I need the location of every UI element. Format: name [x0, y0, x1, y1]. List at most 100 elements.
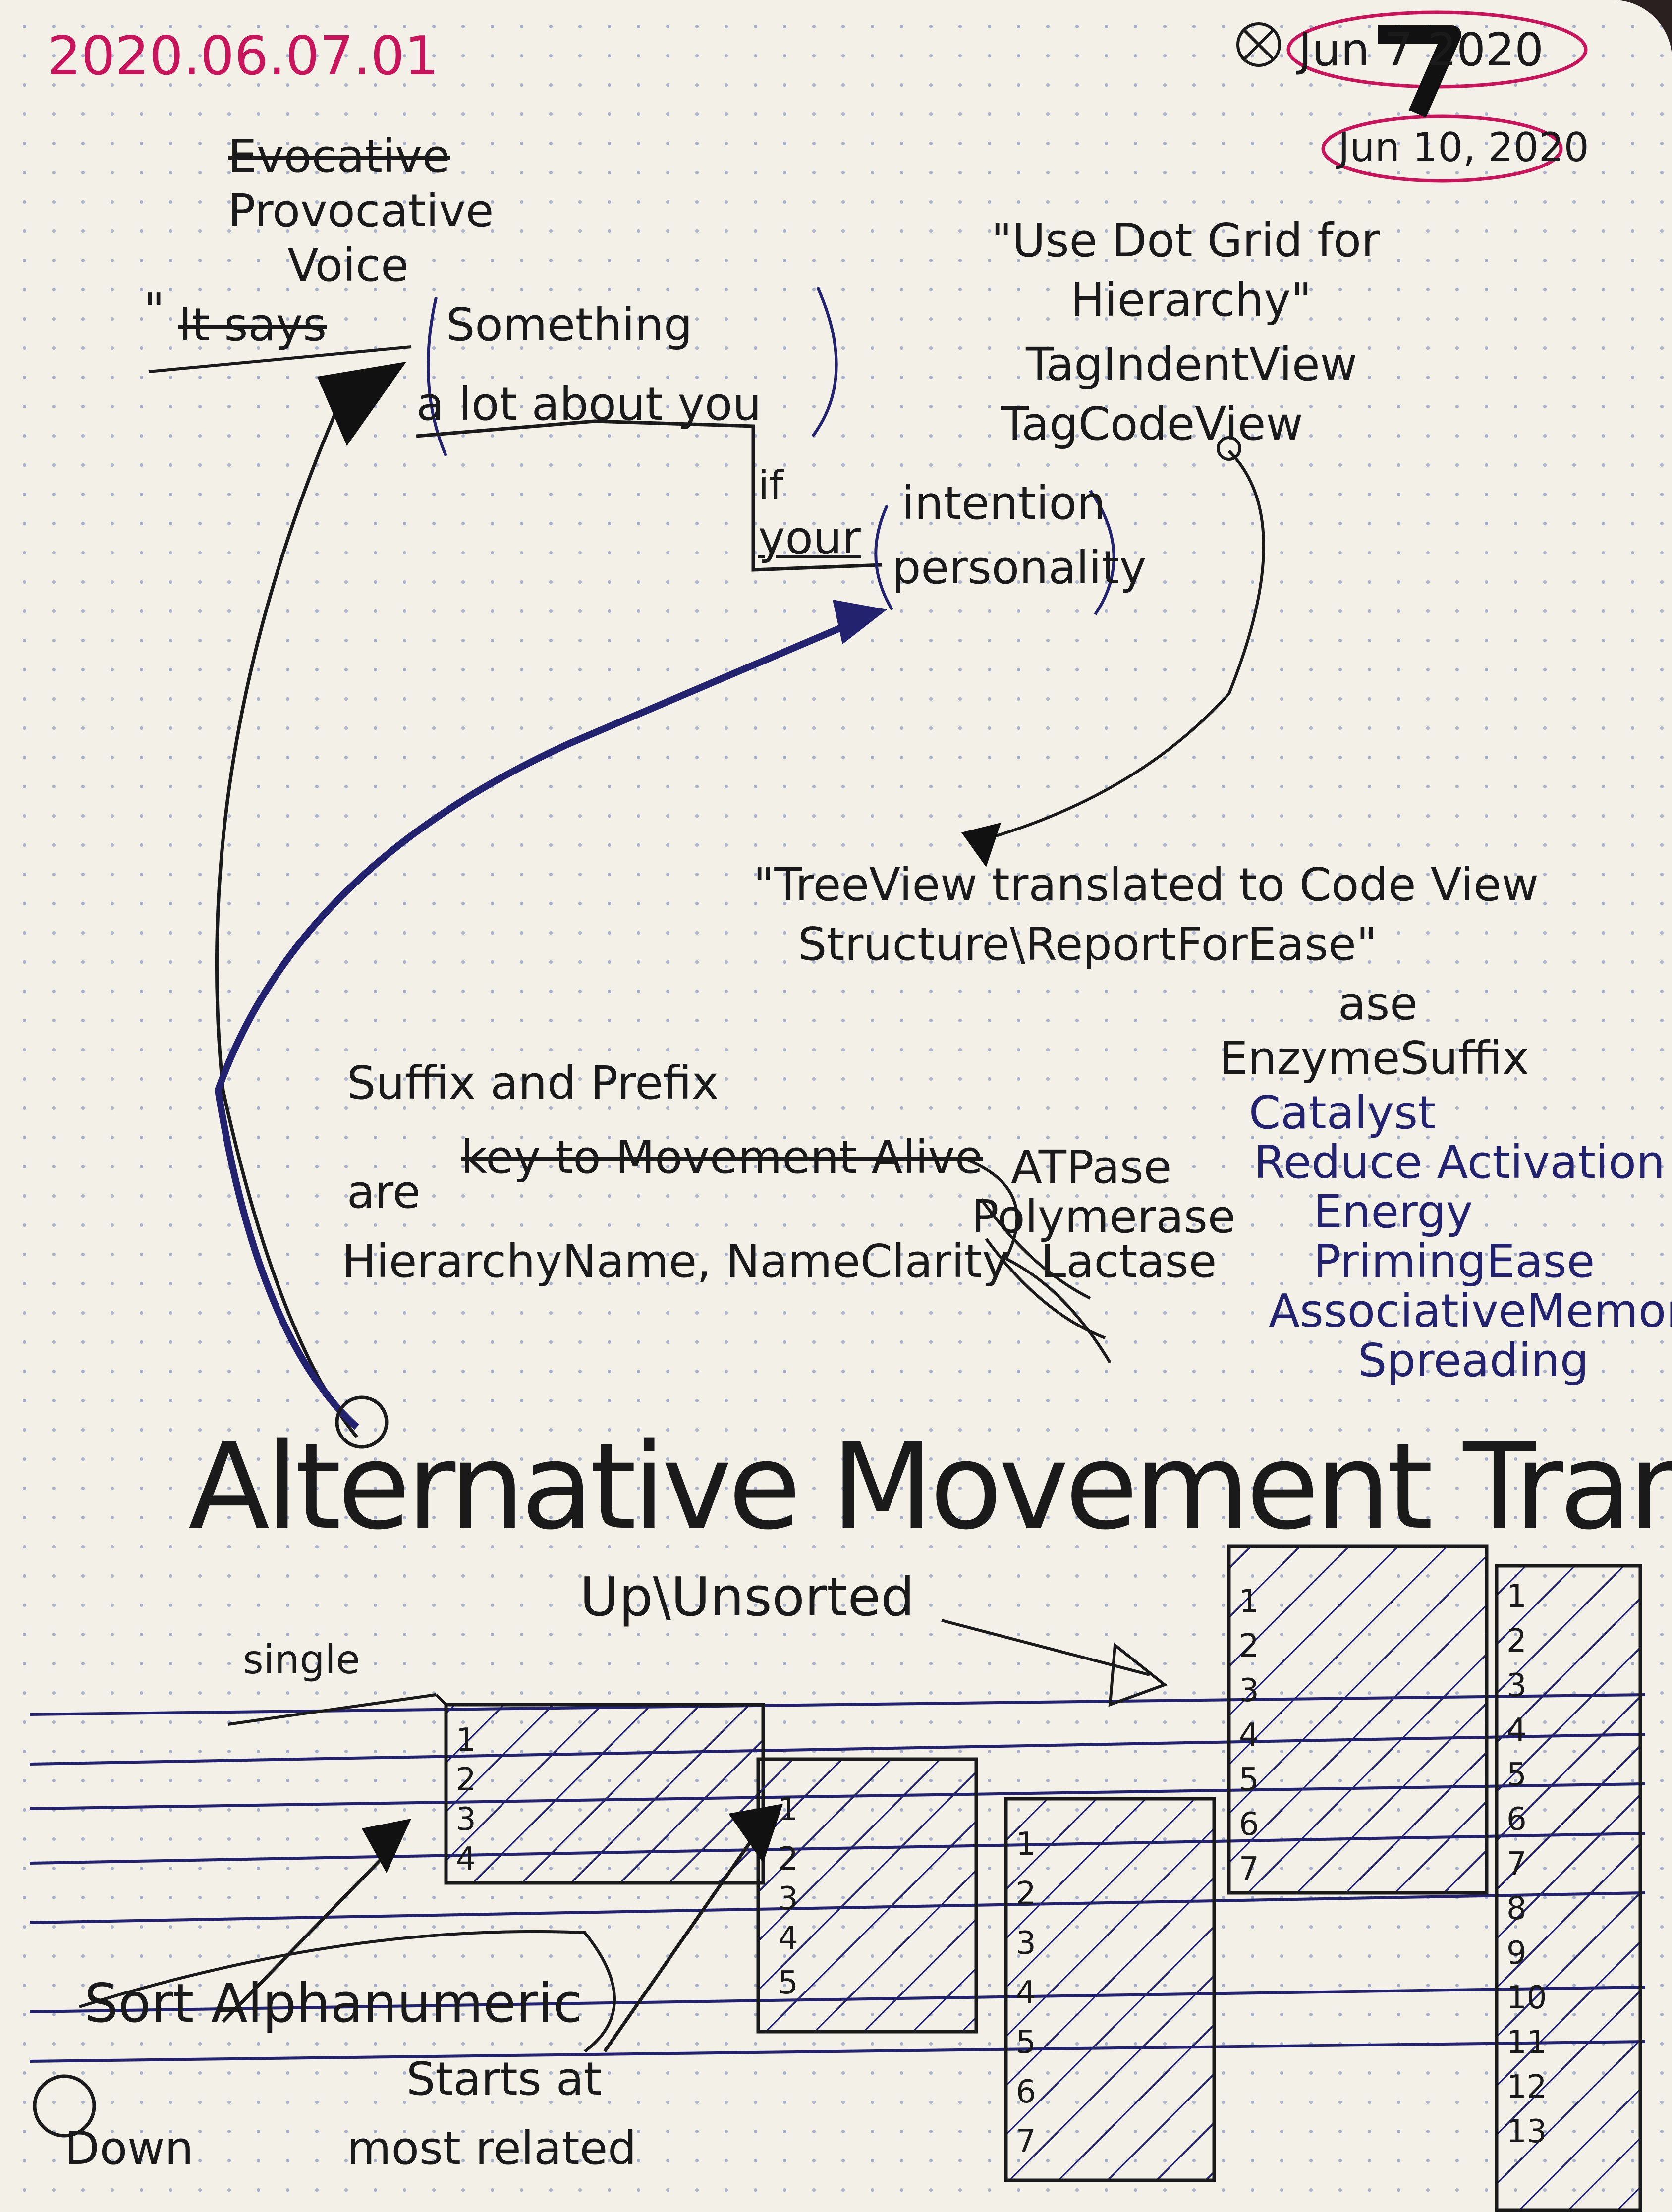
arrow-to-personality [214, 611, 874, 1430]
column4-num: 1 [1239, 1583, 1259, 1620]
column3-num: 5 [1016, 2024, 1036, 2061]
column1-num: 4 [456, 1841, 476, 1878]
voice-quote-open: " [144, 283, 165, 336]
column5-num: 3 [1506, 1667, 1527, 1704]
column4-num: 7 [1239, 1851, 1259, 1887]
column3-num: 2 [1016, 1876, 1036, 1912]
dotgrid-line2: Hierarchy" [1070, 274, 1312, 327]
column5-num: 6 [1506, 1801, 1527, 1838]
column-box-1 [444, 1703, 765, 1885]
column5-num: 4 [1506, 1712, 1527, 1749]
date-second: Jun 10, 2020 [1338, 124, 1589, 170]
voice-a-lot-about-you: a lot about you [416, 378, 762, 431]
enzyme-catalyst: Catalyst [1249, 1086, 1436, 1139]
column5-num: 5 [1506, 1757, 1527, 1793]
voice-it-says: It says [178, 298, 327, 351]
most-related-label: most related [347, 2122, 637, 2175]
starts-at-label: Starts at [406, 2052, 602, 2105]
page-subtitle: Up\Unsorted [580, 1566, 915, 1628]
arrowhead-treeview-icon [961, 823, 1001, 867]
enzyme-ase: ase [1338, 977, 1418, 1030]
column5-num: 7 [1506, 1846, 1527, 1882]
suffix-line1: Suffix and Prefix [347, 1056, 719, 1109]
arrowhead-col1-icon [362, 1819, 411, 1873]
dotgrid-line4: TagCodeView [1001, 397, 1303, 450]
column2-num: 1 [778, 1791, 798, 1828]
page-title: Alternative Movement Transcription [188, 1417, 1672, 1556]
enzyme-energy: Energy [1313, 1185, 1473, 1238]
enzyme-associative-memory: AssociativeMemory [1269, 1284, 1672, 1337]
says-underline [148, 345, 412, 373]
voice-personality: personality [892, 541, 1147, 594]
suffix-are: are [347, 1165, 421, 1218]
voice-flow-line [416, 419, 883, 572]
column1-num: 3 [456, 1801, 476, 1838]
treeview-line2: Structure\ReportForEase" [798, 918, 1378, 971]
column3-num: 3 [1016, 1925, 1036, 1962]
dotgrid-line1: "Use Dot Grid for [991, 214, 1380, 267]
column5-num: 8 [1506, 1890, 1527, 1927]
column4-num: 6 [1239, 1806, 1259, 1843]
unsorted-arrow [941, 1619, 1150, 1676]
column2-num: 4 [778, 1920, 798, 1957]
column1-num: 2 [456, 1762, 476, 1798]
suffix-polymerase: Polymerase [971, 1190, 1236, 1243]
voice-your: your [758, 511, 861, 564]
suffix-struck: key to Movement Alive [461, 1131, 983, 1184]
suffix-line3: HierarchyName, NameClarity [342, 1235, 1009, 1288]
personality-bracket-right [1089, 490, 1115, 615]
single-label: single [243, 1637, 360, 1683]
arrowhead-personality-icon [833, 600, 887, 644]
column2-num: 5 [778, 1965, 798, 2001]
column4-num: 4 [1239, 1717, 1259, 1754]
down-label: Down [64, 2122, 194, 2175]
column5-num: 10 [1506, 1980, 1547, 2016]
enzyme-spreading: Spreading [1358, 1334, 1589, 1387]
arrow-to-voice [215, 386, 358, 1438]
column-box-3 [1004, 1797, 1216, 2182]
entry-id: 2020.06.07.01 [47, 25, 439, 87]
column-box-4 [1227, 1544, 1489, 1895]
column3-num: 1 [1016, 1826, 1036, 1863]
treeview-line1: "TreeView translated to Code View [753, 858, 1539, 911]
column4-num: 2 [1239, 1628, 1259, 1664]
enzyme-reduce-activation: Reduce Activation [1254, 1136, 1666, 1189]
voice-if: if [758, 462, 783, 508]
column5-num: 9 [1506, 1935, 1527, 1972]
column2-num: 2 [778, 1841, 798, 1878]
column3-num: 4 [1016, 1975, 1036, 2011]
column5-num: 13 [1506, 2113, 1547, 2150]
sort-alphanumeric-label: Sort Alphanumeric [84, 1973, 583, 2035]
voice-bracket-right [811, 286, 838, 437]
column1-num: 1 [456, 1722, 476, 1759]
arrowhead-col2-icon [728, 1804, 783, 1863]
suffix-scribble [965, 1158, 1112, 1364]
voice-bracket-left [427, 297, 447, 457]
column2-num: 3 [778, 1880, 798, 1917]
column5-num: 1 [1506, 1578, 1527, 1615]
personality-bracket-left [874, 504, 893, 610]
dotgrid-line3: TagIndentView [1026, 338, 1357, 391]
suffix-lactase: Lactase [1041, 1235, 1217, 1288]
enzyme-suffix: EnzymeSuffix [1219, 1032, 1529, 1085]
arrow-sort-to-col1 [222, 1842, 398, 2023]
column5-num: 2 [1506, 1623, 1527, 1659]
column4-num: 5 [1239, 1762, 1259, 1798]
column5-num: 11 [1506, 2024, 1547, 2061]
single-connector [227, 1693, 447, 1726]
column-box-5 [1495, 1564, 1642, 2212]
arrowhead-voice-icon [317, 362, 406, 446]
unsorted-arrowhead-icon [1108, 1642, 1168, 1707]
voice-provocative: Provocative [228, 184, 494, 237]
voice-intention: intention [902, 477, 1106, 530]
column-box-2 [756, 1757, 978, 2034]
voice-label: Voice [287, 239, 409, 292]
circled-x-strokes [1243, 29, 1274, 60]
suffix-atpase: ATPase [1011, 1141, 1172, 1194]
column4-num: 3 [1239, 1672, 1259, 1709]
circled-x-icon [1236, 22, 1281, 67]
voice-something: Something [446, 298, 693, 351]
column3-num: 7 [1016, 2123, 1036, 2160]
